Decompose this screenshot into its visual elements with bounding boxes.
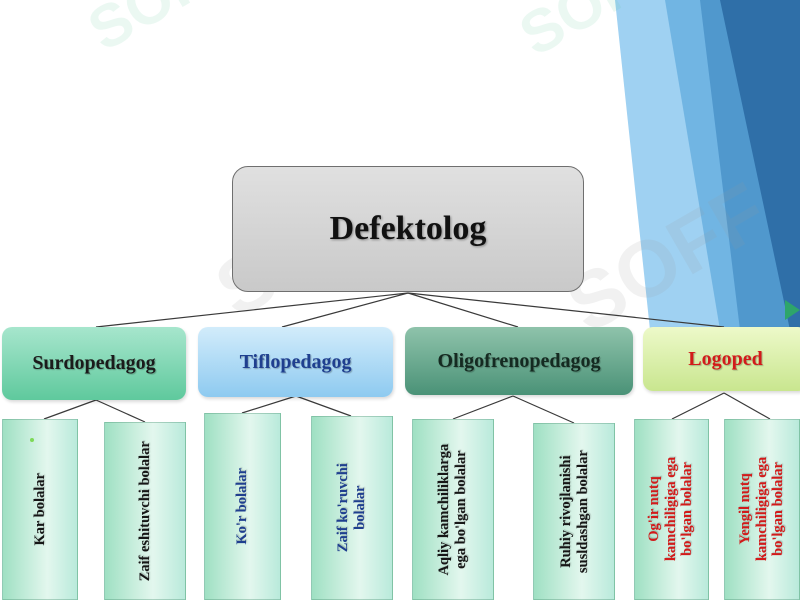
leaf-kar-bolalar: Kar bolalar [2, 419, 78, 600]
category-label-tiflopedagog: Tiflopedagog [239, 350, 352, 373]
connector-root-tiflo [281, 292, 409, 328]
connector-root-oligo [407, 292, 519, 328]
leaf-label: Ruhiy rivojlanishi susldashgan bolalar [557, 450, 590, 573]
leaf-label: Og'ir nutq kamchiligiga ega bo'lgan bola… [646, 457, 696, 562]
leaf-zaif-eshituvchi-bolalar: Zaif eshituvchi bolalar [104, 422, 186, 600]
accent-triangle [785, 300, 800, 320]
connector-tiflo-zaif [295, 395, 352, 417]
category-label-surdopedagog: Surdopedagog [32, 352, 156, 374]
bullet-dot [30, 438, 34, 442]
connector-tiflo-kor [241, 395, 297, 414]
leaf-ruhiy-rivojlanishi: Ruhiy rivojlanishi susldashgan bolalar [533, 423, 615, 600]
connector-logo-yengil [723, 392, 771, 420]
leaf-label: Ko'r bolalar [234, 468, 251, 545]
category-surdopedagog: Surdopedagog [2, 327, 186, 400]
leaf-zaif-koruvchi-bolalar: Zaif ko'ruvchi bolalar [311, 416, 393, 600]
category-logoped: Logoped [643, 327, 800, 391]
connector-root-surdo [95, 292, 409, 328]
category-label-logoped: Logoped [688, 347, 763, 370]
connector-surdo-kar [43, 399, 97, 420]
category-tiflopedagog: Tiflopedagog [198, 327, 393, 397]
connector-oligo-aqliy [452, 395, 514, 420]
connector-surdo-zaif [95, 399, 146, 423]
leaf-label: Zaif eshituvchi bolalar [136, 440, 153, 582]
leaf-yengil-nutq: Yengil nutq kamchiligiga ega bo'lgan bol… [724, 419, 800, 600]
category-oligofrenopedagog: Oligofrenopedagog [405, 327, 633, 395]
leaf-label: Yengil nutq kamchiligiga ega bo'lgan bol… [737, 457, 787, 562]
root-label: Defektolog [329, 210, 487, 247]
root-node-defektolog: Defektolog [232, 166, 584, 292]
connector-logo-ogir [671, 392, 725, 420]
leaf-label: Aqliy kamchiliklarga ega bo'lgan bolalar [436, 443, 470, 576]
connector-oligo-ruhiy [512, 395, 575, 424]
accent-panel-mid [665, 0, 790, 330]
category-label-oligofrenopedagog: Oligofrenopedagog [437, 349, 601, 372]
leaf-kor-bolalar: Ko'r bolalar [204, 413, 281, 600]
leaf-label: Kar bolalar [31, 473, 48, 546]
leaf-label: Zaif ko'ruvchi bolalar [335, 463, 368, 553]
connector-root-logo [407, 292, 725, 328]
leaf-aqliy-kamchiliklarga: Aqliy kamchiliklarga ega bo'lgan bolalar [412, 419, 494, 600]
leaf-ogir-nutq: Og'ir nutq kamchiligiga ega bo'lgan bola… [634, 419, 709, 600]
